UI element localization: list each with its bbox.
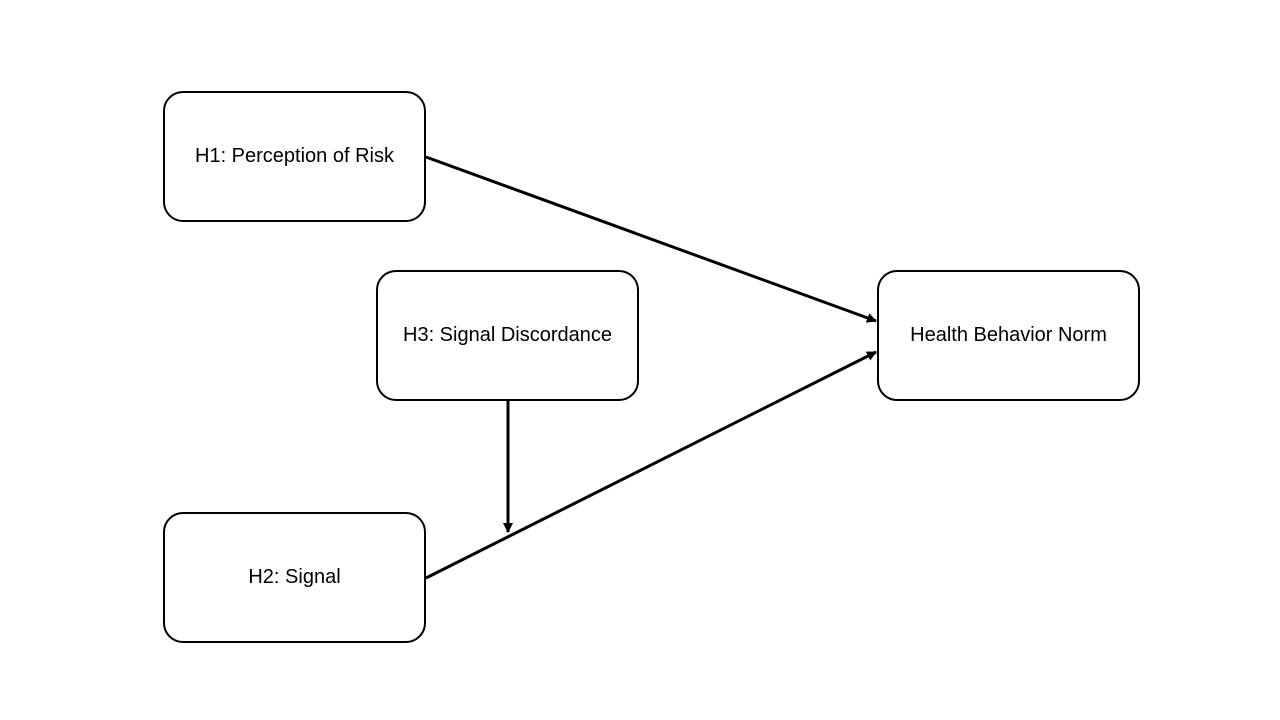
node-label: H1: Perception of Risk [195, 145, 394, 167]
node-h1-perception-of-risk: H1: Perception of Risk [163, 91, 426, 222]
node-h3-signal-discordance: H3: Signal Discordance [376, 270, 639, 401]
node-label: H3: Signal Discordance [403, 324, 612, 346]
node-label: H2: Signal [248, 566, 341, 588]
node-label: Health Behavior Norm [910, 324, 1107, 346]
edge-h1-to-outcome [425, 155, 877, 323]
node-h2-signal: H2: Signal [163, 512, 426, 643]
node-health-behavior-norm: Health Behavior Norm [877, 270, 1140, 401]
edge-h2-to-outcome [425, 350, 877, 580]
